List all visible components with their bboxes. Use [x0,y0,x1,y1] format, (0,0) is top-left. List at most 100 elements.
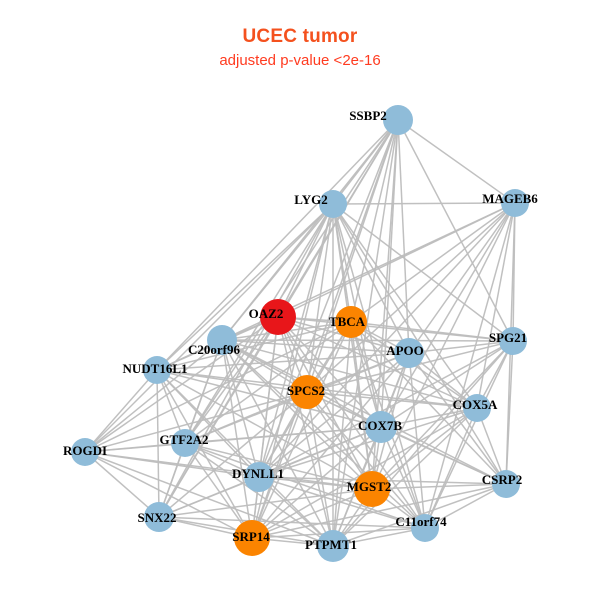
graph-edge [371,407,478,490]
graph-edge [258,352,410,478]
graph-node-rogdi[interactable] [71,438,99,466]
graph-node-ssbp2[interactable] [383,105,413,135]
graph-node-cox5a[interactable] [463,394,491,422]
graph-edge [258,407,478,478]
graph-node-label: SPCS2 [287,383,325,398]
graph-node-ptpmt1[interactable] [317,530,349,562]
graph-node-label: PTPMT1 [305,537,357,552]
graph-edge [251,391,308,539]
graph-node-label: TBCA [329,314,366,329]
graph-edge [350,321,514,342]
graph-node-label: COX7B [358,418,402,433]
graph-edge [158,476,260,518]
graph-edge [221,339,514,342]
graph-edge [332,203,478,409]
graph-edge [332,321,352,547]
graph-edge [380,202,516,428]
graph-edge [156,321,352,371]
graph-node-label: MAGEB6 [482,191,538,206]
graph-edge [397,119,410,354]
graph-edge [408,202,516,354]
graph-edge [258,119,399,478]
graph-edge [184,119,399,444]
graph-edge [306,202,516,393]
graph-node-apoo[interactable] [394,338,424,368]
graph-node-label: COX5A [453,397,498,412]
graph-edge [350,202,516,323]
graph-edge [277,316,426,529]
graph-edge [156,119,399,371]
graph-node-label: APOO [386,343,424,358]
graph-edge [408,340,514,354]
nodes-layer [71,105,529,562]
graph-edge [84,442,186,453]
graph-edge [350,119,399,323]
graph-edge [505,340,514,485]
graph-node-label: MGST2 [347,479,392,494]
graph-edge [258,476,426,529]
graph-edge [251,488,373,539]
graph-node-c20orf96[interactable] [207,325,237,355]
graph-node-c11orf74[interactable] [411,514,439,542]
graph-edge [251,483,507,539]
graph-node-dynll1[interactable] [244,462,274,492]
graph-node-mageb6[interactable] [501,189,529,217]
graph-node-label: C20orf96 [188,342,240,357]
graph-edge [306,203,334,393]
graph-node-srp14[interactable] [234,520,270,556]
graph-node-label: SPG21 [489,330,527,345]
graph-edge [258,340,514,478]
graph-edge [84,451,160,518]
edges-layer [84,119,516,547]
graph-edge [84,321,352,453]
graph-edge [277,316,334,547]
graph-edge [184,442,373,490]
graph-node-label: C11orf74 [395,514,447,529]
graph-node-label: LYG2 [294,192,327,207]
graph-edge [380,340,514,428]
graph-edge [408,352,426,529]
graph-edge [84,369,158,453]
graph-edge [332,407,478,547]
graph-edge [380,426,507,485]
graph-node-label: ROGDI [63,443,107,458]
graph-edge [258,476,373,490]
graph-edge [332,202,516,205]
graph-edge [380,407,478,428]
graph-node-snx22[interactable] [144,502,174,532]
graph-node-label: SRP14 [232,529,270,544]
graph-edge [156,369,382,428]
graph-edge [184,442,253,539]
graph-edge [371,483,507,490]
graph-node-spg21[interactable] [499,327,527,355]
graph-edge [332,203,410,354]
graph-node-mgst2[interactable] [354,471,390,507]
graph-node-label: GTF2A2 [159,432,208,447]
graph-edge [332,203,426,529]
graph-edge [156,352,410,371]
graph-node-label: DYNLL1 [232,466,284,481]
graph-edge [277,203,334,318]
graph-edge [380,119,399,428]
graph-node-gtf2a2[interactable] [171,429,199,457]
graph-edge [424,483,507,529]
graph-edge [306,391,334,547]
graph-edge [424,407,478,529]
graph-node-csrp2[interactable] [492,470,520,498]
graph-node-cox7b[interactable] [365,411,397,443]
graph-edge [158,516,426,529]
graph-edge [332,340,514,547]
graph-edge [156,369,373,490]
graph-node-oaz2[interactable] [260,299,296,335]
graph-node-tbca[interactable] [335,306,367,338]
graph-edge [84,451,253,539]
graph-node-nudt16l1[interactable] [143,356,171,384]
graph-edge [84,391,308,453]
graph-edge [397,119,516,204]
graph-node-spcs2[interactable] [290,375,324,409]
graph-edge [84,203,334,453]
graph-edge [158,488,373,518]
graph-node-lyg2[interactable] [319,190,347,218]
